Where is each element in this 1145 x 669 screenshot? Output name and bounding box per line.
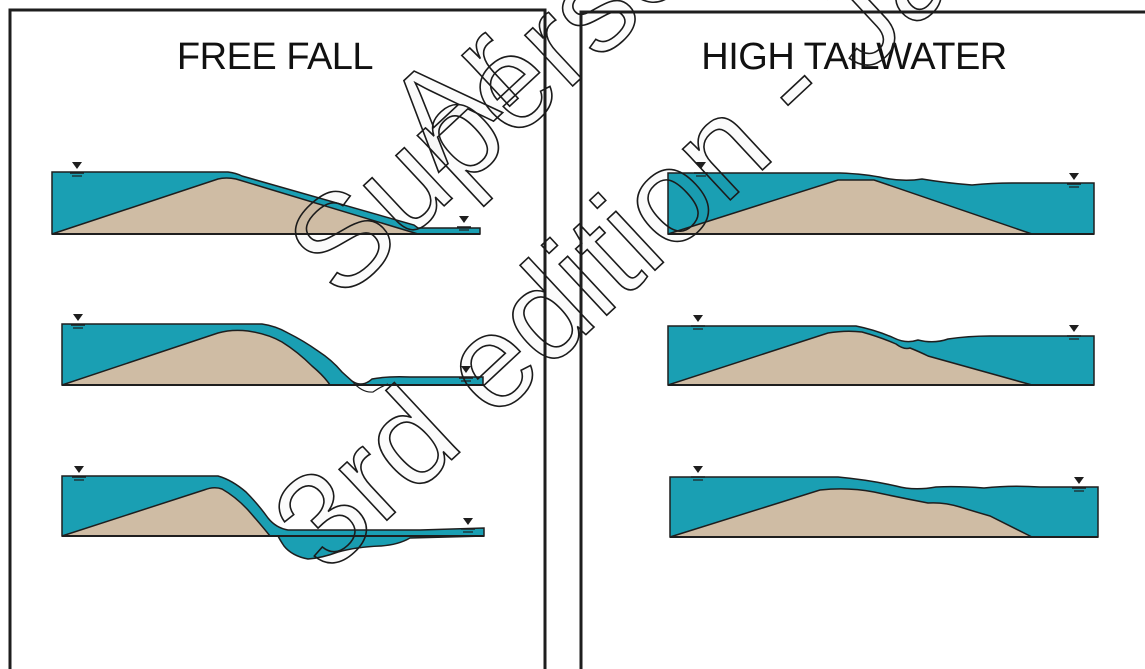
tailwater-marker-icon — [461, 518, 475, 533]
headwater-marker-icon — [70, 162, 84, 177]
high-tailwater-panel-frame — [579, 10, 1145, 669]
high-tailwater-stage-2 — [667, 325, 1095, 386]
high-tailwater-stage-1 — [667, 172, 1095, 235]
free-fall-stage-3 — [61, 475, 485, 560]
embankment — [51, 177, 419, 235]
free-fall-title: FREE FALL — [176, 36, 374, 78]
headwater-marker-icon — [691, 466, 705, 481]
eroding-embankment — [667, 330, 1033, 386]
breached-embankment — [61, 486, 272, 537]
free-fall-stage-2 — [61, 323, 484, 393]
high-tailwater-stage-3 — [669, 476, 1099, 538]
water-body — [61, 475, 485, 560]
headwater-marker-icon — [694, 162, 708, 177]
high-tailwater-title: HIGH TAILWATER — [701, 36, 1007, 78]
free-fall-panel-frame — [8, 8, 547, 669]
tailwater-marker-icon — [1067, 325, 1081, 340]
headwater-marker-icon — [71, 314, 85, 329]
breached-embankment — [669, 488, 1033, 538]
eroding-embankment — [61, 329, 332, 386]
free-fall-stage-1 — [51, 171, 481, 235]
headwater-marker-icon — [691, 315, 705, 330]
tailwater-marker-icon — [459, 366, 473, 382]
water-level-markers — [70, 162, 1086, 533]
headwater-marker-icon — [72, 466, 86, 481]
tailwater-marker-icon — [1072, 477, 1086, 492]
tailwater-marker-icon — [457, 216, 471, 231]
tailwater-marker-icon — [1067, 173, 1081, 188]
